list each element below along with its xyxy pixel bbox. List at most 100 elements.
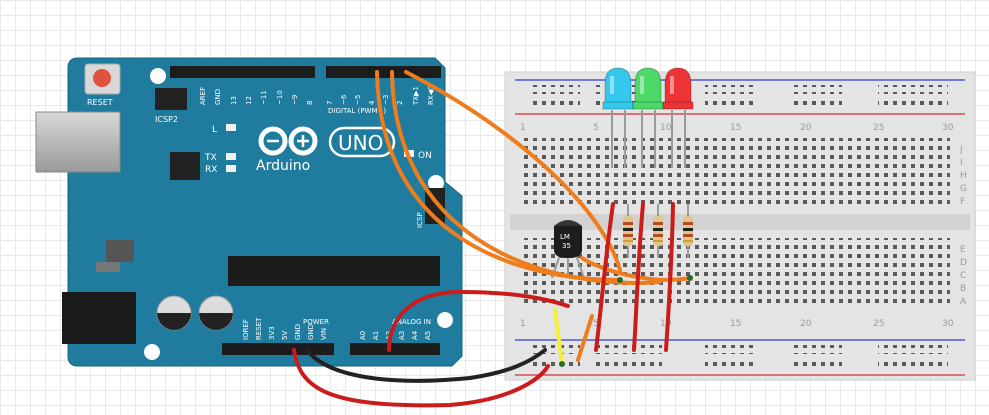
- pin-label: 3V3: [268, 326, 276, 340]
- svg-text:A: A: [960, 297, 967, 307]
- icsp2-label: ICSP2: [155, 115, 178, 124]
- pin-label: RX◀0: [427, 86, 435, 106]
- pin-label: A0: [359, 331, 367, 340]
- mounting-hole: [428, 175, 444, 191]
- svg-text:20: 20: [800, 319, 812, 329]
- svg-text:1: 1: [520, 123, 526, 133]
- pin-label: GND: [307, 324, 315, 340]
- svg-text:E: E: [960, 245, 966, 255]
- pin-label: A4: [411, 330, 419, 340]
- svg-text:C: C: [960, 271, 966, 281]
- pin-label: ~9: [291, 95, 299, 105]
- pin-label: A5: [424, 331, 432, 340]
- mounting-hole: [150, 68, 166, 84]
- pin-label: A3: [398, 331, 406, 340]
- pin-label: 8: [306, 101, 314, 105]
- pin-label: GND: [294, 324, 302, 340]
- rx-label: RX: [205, 165, 217, 175]
- pin-label: IOREF: [242, 319, 250, 340]
- pin-label: 2: [396, 101, 404, 105]
- svg-text:D: D: [960, 258, 967, 268]
- pin-label: ~10: [276, 90, 284, 105]
- pin-label: 4: [368, 100, 376, 105]
- red-wire-led2-gnd: [632, 202, 645, 352]
- svg-text:10: 10: [660, 123, 672, 133]
- capacitor: [198, 295, 234, 331]
- power-jack: [62, 292, 136, 344]
- mounting-hole: [144, 344, 160, 360]
- voltage-regulator: [106, 240, 134, 262]
- l-label: L: [212, 125, 217, 135]
- pin-label: A1: [372, 331, 380, 340]
- svg-text:30: 30: [942, 123, 954, 133]
- pin-label: GND: [214, 89, 222, 105]
- pin-label: 12: [245, 96, 253, 105]
- svg-text:I: I: [960, 158, 963, 168]
- row-letters-right: J I H G F E D C B A: [959, 145, 967, 307]
- reset-label: RESET: [87, 98, 113, 107]
- lm35-temperature-sensor: LM 35: [551, 220, 585, 279]
- orange-wire-pin2: [390, 70, 662, 285]
- pin-label: ~6: [340, 94, 348, 105]
- capacitor: [156, 295, 192, 331]
- svg-text:25: 25: [873, 123, 884, 133]
- orange-wire-sensor: [580, 256, 692, 282]
- resistor: [623, 204, 633, 258]
- svg-text:1: 1: [520, 319, 526, 329]
- led-blue: [602, 67, 634, 110]
- usb-port: [35, 111, 121, 173]
- orange-wire-short: [576, 314, 594, 362]
- tx-label: TX: [204, 153, 217, 163]
- digital-header-right: [326, 66, 441, 78]
- black-wire-gnd: [305, 348, 547, 383]
- power-label: POWER: [303, 318, 329, 326]
- analog-label: ANALOG IN: [392, 318, 431, 326]
- rx-led: [226, 165, 236, 172]
- sensor-label-line1: LM: [560, 233, 570, 241]
- svg-text:20: 20: [800, 123, 812, 133]
- digital-header-left: [170, 66, 315, 78]
- analog-header: [350, 343, 440, 355]
- svg-text:F: F: [960, 197, 965, 207]
- svg-text:30: 30: [942, 319, 954, 329]
- led-green: [632, 67, 664, 110]
- svg-text:H: H: [960, 171, 967, 181]
- pin-label: ~11: [260, 90, 268, 105]
- red-wire-led3-gnd: [664, 202, 675, 352]
- uno-badge: [328, 126, 396, 158]
- power-header: [222, 343, 334, 355]
- brand-label: Arduino: [256, 158, 310, 174]
- arduino-uno-board: RESET ICSP2 L TX RX ON: [35, 57, 463, 367]
- svg-text:B: B: [960, 284, 966, 294]
- svg-text:J: J: [959, 145, 963, 155]
- pin-label: 13: [230, 96, 238, 105]
- red-wire-led1-gnd: [594, 202, 615, 352]
- mounting-hole: [437, 312, 453, 328]
- digital-label: DIGITAL (PWM~): [328, 107, 386, 115]
- sensor-label-line2: 35: [562, 242, 571, 250]
- resistor: [653, 204, 663, 258]
- usb-chip: [170, 152, 200, 180]
- svg-text:5: 5: [593, 319, 599, 329]
- pin-label: ~5: [354, 95, 362, 105]
- icsp-label: ICSP: [416, 212, 424, 228]
- l-led: [226, 124, 236, 131]
- pin-label: VIN: [320, 328, 328, 340]
- pin-label: ~3: [382, 95, 390, 105]
- terminal-holes-top: [520, 138, 950, 204]
- yellow-wire: [553, 308, 564, 366]
- terminal-holes-bottom: [520, 238, 950, 304]
- atmega-chip: [228, 256, 440, 286]
- pin-label: 7: [326, 101, 334, 105]
- icsp2-header: [155, 88, 187, 110]
- svg-text:15: 15: [730, 123, 741, 133]
- tx-led: [226, 153, 236, 160]
- model-label: UNO: [338, 131, 383, 155]
- on-label: ON: [418, 151, 432, 161]
- svg-text:G: G: [960, 184, 967, 194]
- reset-button[interactable]: [84, 63, 121, 95]
- pin-label: AREF: [199, 87, 207, 105]
